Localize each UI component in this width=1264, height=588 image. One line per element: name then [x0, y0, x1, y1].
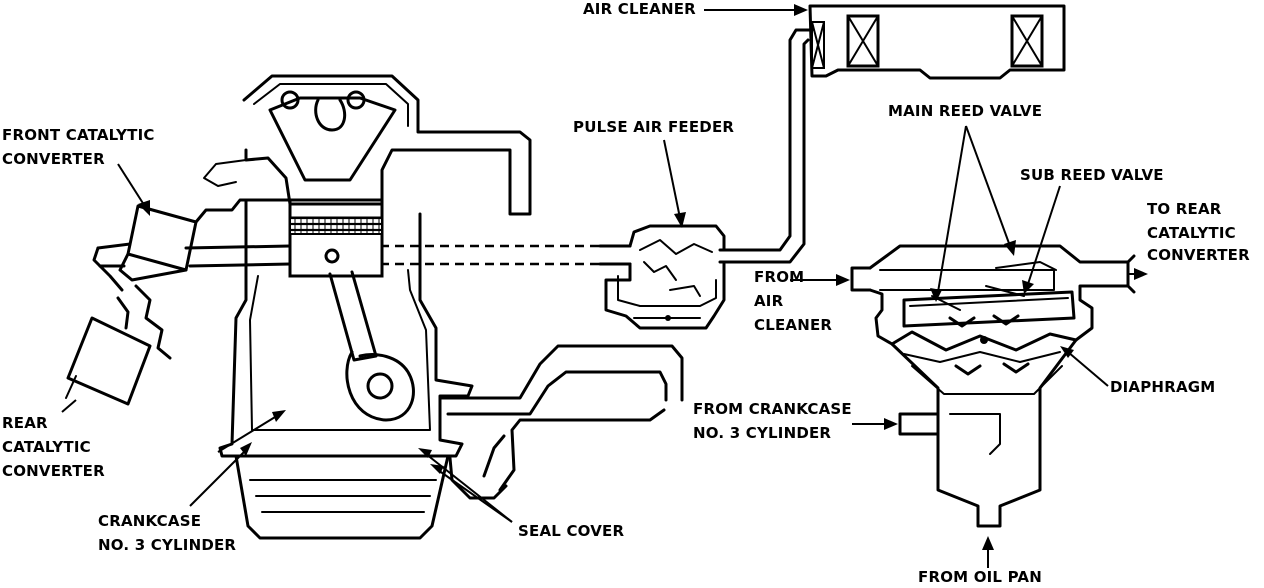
engine-block — [218, 198, 474, 458]
from-crankcase-label-line2: NO. 3 CYLINDER — [693, 424, 831, 442]
from-air-cleaner-label-line2: AIR — [754, 292, 784, 310]
rear-catalytic-converter-label-line3: CONVERTER — [2, 462, 105, 480]
front-catalytic-converter — [118, 198, 292, 282]
front-catalytic-converter-label-line1: FRONT CATALYTIC — [2, 126, 155, 144]
air-cleaner — [808, 4, 1066, 80]
rear-catalytic-converter — [65, 316, 152, 406]
from-air-cleaner-label-line3: CLEANER — [754, 316, 832, 334]
leader-lines — [61, 4, 1148, 568]
from-crankcase-label-line1: FROM CRANKCASE — [693, 400, 852, 418]
rear-catalytic-converter-label-line1: REAR — [2, 414, 48, 432]
from-oil-pan-label: FROM OIL PAN — [918, 568, 1042, 586]
crankcase-label-line1: CRANKCASE — [98, 512, 201, 530]
cylinder-head — [242, 74, 532, 216]
connecting-rod — [328, 270, 415, 422]
reed-valve-assembly — [850, 244, 1136, 528]
rear-catalytic-converter-label-line2: CATALYTIC — [2, 438, 91, 456]
from-air-cleaner-label-line1: FROM — [754, 268, 804, 286]
crankcase-label-line2: NO. 3 CYLINDER — [98, 536, 236, 554]
pulse-air-feeder — [604, 224, 726, 330]
to-rear-catalytic-label-line2: CATALYTIC — [1147, 224, 1236, 242]
air-cleaner-label: AIR CLEANER — [583, 0, 696, 18]
seal-cover-label: SEAL COVER — [518, 522, 624, 540]
front-catalytic-converter-label-line2: CONVERTER — [2, 150, 105, 168]
oil-pan — [234, 454, 508, 540]
to-rear-catalytic-label-line3: CONVERTER — [1147, 246, 1250, 264]
engine-cross-section — [65, 74, 684, 540]
sub-reed-valve-label: SUB REED VALVE — [1020, 166, 1164, 184]
diaphragm-label: DIAPHRAGM — [1110, 378, 1215, 396]
to-rear-catalytic-label-line1: TO REAR — [1147, 200, 1222, 218]
main-reed-valve-label: MAIN REED VALVE — [888, 102, 1042, 120]
pulse-air-feeder-label: PULSE AIR FEEDER — [573, 118, 734, 136]
piston — [288, 198, 384, 278]
